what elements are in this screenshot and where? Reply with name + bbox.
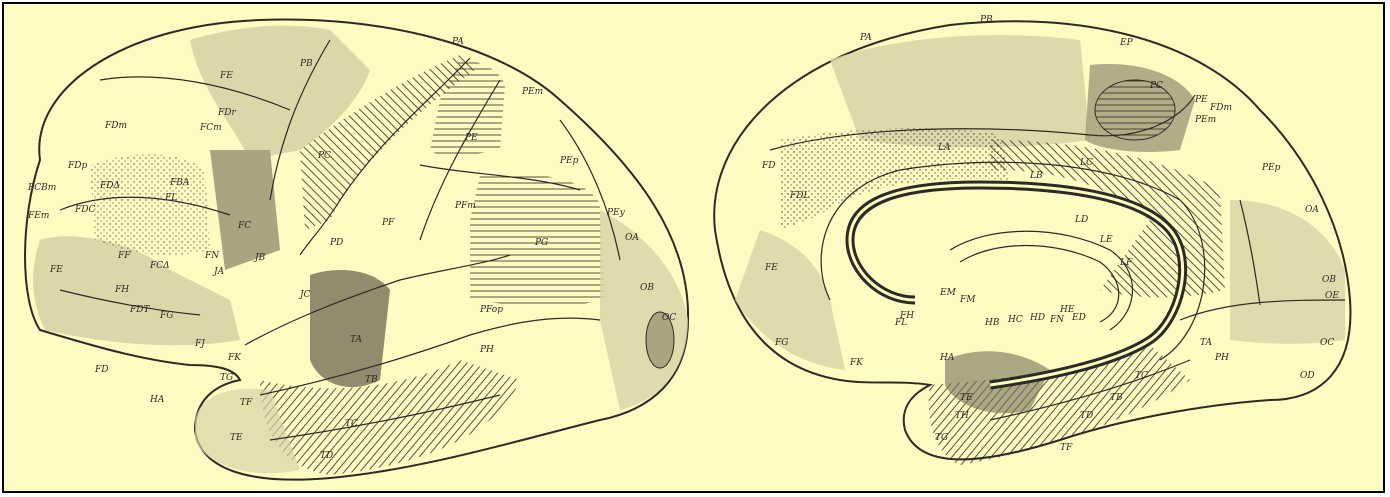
lateral-area-label: TC <box>345 419 358 429</box>
lateral-area-label: TD <box>320 451 333 461</box>
lateral-area-label: FG <box>159 311 173 321</box>
lateral-area-label: JB <box>253 253 266 263</box>
medial-area-label: OE <box>1325 291 1339 301</box>
medial-area-label: FDm <box>1209 103 1232 113</box>
medial-area-label: HA <box>939 353 955 363</box>
medial-area-label: TD <box>1080 411 1093 421</box>
medial-area-label: OC <box>1320 338 1334 348</box>
medial-area-label: TE <box>960 393 973 403</box>
lateral-area-label: FD <box>94 365 108 375</box>
medial-area-label: LD <box>1074 215 1088 225</box>
lateral-area-label: FCΔ <box>149 261 170 271</box>
medial-area-label: OB <box>1322 275 1336 285</box>
medial-area-label: PA <box>859 33 872 43</box>
medial-brain <box>714 21 1350 465</box>
medial-area-label: HE <box>1059 305 1075 315</box>
medial-area-label: FK <box>849 358 864 368</box>
lateral-area-label: FDm <box>104 121 127 131</box>
lateral-area-label: PB <box>299 59 313 69</box>
medial-area-label: LB <box>1029 171 1043 181</box>
lateral-area-label: OB <box>640 283 654 293</box>
medial-area-label: EM <box>939 288 957 298</box>
medial-area-label: PB <box>979 15 993 25</box>
lateral-area-label: JC <box>298 290 311 300</box>
medial-area-label: FD <box>761 161 775 171</box>
medial-area-label: EP <box>1119 38 1134 48</box>
medial-area-label: PEm <box>1194 115 1216 125</box>
medial-area-label: OA <box>1305 205 1319 215</box>
lateral-area-label: OC <box>662 313 676 323</box>
lateral-area-label: PFop <box>479 305 503 315</box>
lateral-area-label: PEp <box>559 156 579 166</box>
medial-area-label: FM <box>959 295 976 305</box>
medial-area-label: HD <box>1029 313 1045 323</box>
lateral-area-label: PEm <box>521 87 543 97</box>
medial-area-label: TC <box>1135 371 1148 381</box>
medial-area-label: TF <box>1060 443 1073 453</box>
lateral-area-label: TG <box>220 373 233 383</box>
lateral-area-label: FCBm <box>27 183 56 193</box>
medial-area-label: FL <box>894 318 907 328</box>
lateral-area-label: TF <box>240 398 253 408</box>
lateral-area-label: FDr <box>217 108 236 118</box>
lateral-area-label: FE <box>49 265 63 275</box>
medial-area-label: HB <box>984 318 1000 328</box>
lateral-area-label: PH <box>479 345 494 355</box>
medial-area-label: PEp <box>1261 163 1281 173</box>
lateral-area-label: FDΔ <box>99 181 120 191</box>
lateral-area-label: PC <box>317 151 331 161</box>
lateral-brain <box>25 19 688 479</box>
lateral-area-label: FN <box>204 251 220 261</box>
lateral-area-label: FC <box>237 221 251 231</box>
lateral-area-label: FBA <box>169 178 190 188</box>
lateral-area-label: PA <box>451 37 464 47</box>
lateral-area-label: PF <box>381 218 395 228</box>
medial-area-label: HC <box>1007 315 1023 325</box>
medial-area-label: LF <box>1119 258 1133 268</box>
lateral-area-label: HA <box>149 395 165 405</box>
lateral-area-label: JA <box>212 267 225 277</box>
lateral-area-label: FE <box>219 71 233 81</box>
medial-area-label: FG <box>774 338 788 348</box>
lateral-area-label: PG <box>534 238 548 248</box>
lateral-area-label: OA <box>625 233 639 243</box>
lateral-area-label: TB <box>365 375 378 385</box>
medial-area-label: TH <box>955 411 969 421</box>
lateral-area-label: PFm <box>454 201 476 211</box>
lateral-area-label: FCm <box>199 123 222 133</box>
medial-area-label: TA <box>1200 338 1213 348</box>
lateral-area-label: FL <box>164 193 177 203</box>
medial-area-label: FE <box>764 263 778 273</box>
lateral-area-label: FF <box>117 251 131 261</box>
medial-area-label: PE <box>1194 95 1208 105</box>
lateral-area-label: FJ <box>194 339 206 349</box>
medial-area-label: LA <box>937 143 951 153</box>
medial-area-label: FDL <box>789 191 809 201</box>
lateral-area-label: PEy <box>606 208 626 218</box>
medial-area-label: TG <box>935 433 948 443</box>
lateral-area-label: FDp <box>67 161 87 171</box>
lateral-area-label: FK <box>227 353 242 363</box>
medial-area-label: OD <box>1300 371 1315 381</box>
lateral-area-label: PD <box>329 238 343 248</box>
lateral-area-label: PE <box>464 133 478 143</box>
medial-area-label: LC <box>1079 158 1093 168</box>
medial-area-label: TB <box>1110 393 1123 403</box>
lateral-area-label: FDT <box>129 305 150 315</box>
lateral-area-label: FDC <box>74 205 95 215</box>
medial-area-label: LE <box>1099 235 1113 245</box>
medial-area-label: PH <box>1214 353 1229 363</box>
medial-area-label: FN <box>1049 315 1065 325</box>
paracentral-lobule-mark <box>1095 80 1175 140</box>
lateral-area-label: FH <box>114 285 129 295</box>
lateral-area-label: FEm <box>27 211 49 221</box>
lateral-area-label: TE <box>230 433 243 443</box>
lateral-area-label: TA <box>350 335 363 345</box>
medial-area-label: PC <box>1149 81 1163 91</box>
